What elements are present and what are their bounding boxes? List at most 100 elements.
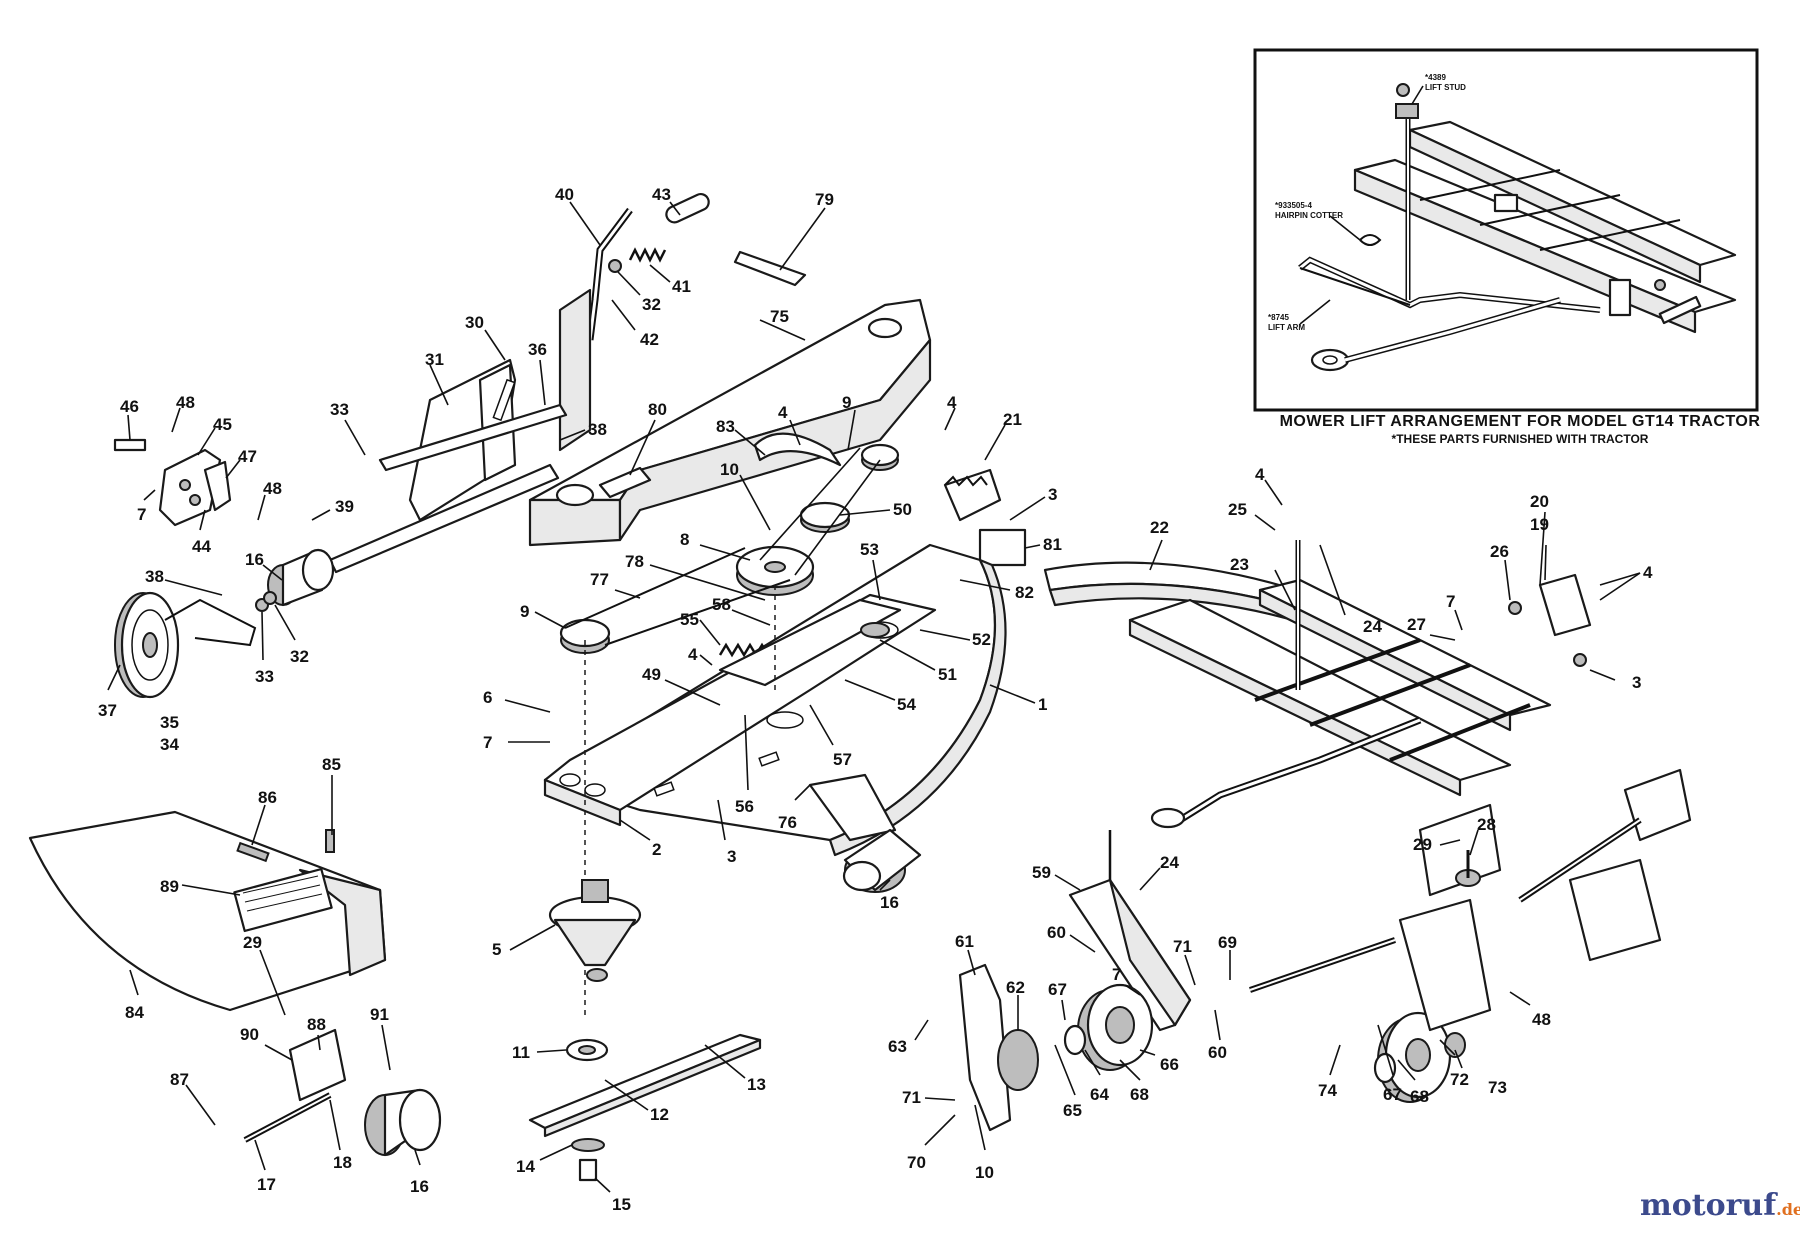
callout-10b: 10	[975, 1163, 994, 1182]
callout-64: 64	[1090, 1085, 1109, 1104]
deflector-assembly	[28, 810, 442, 1157]
callout-32: 32	[642, 295, 661, 314]
callout-55: 55	[680, 610, 699, 629]
callout-4e: 4	[1643, 563, 1653, 582]
callout-57: 57	[833, 750, 852, 769]
callout-62: 62	[1006, 978, 1025, 997]
mower-deck	[543, 432, 1007, 1020]
svg-text:*933505-4: *933505-4	[1275, 201, 1312, 210]
callout-59: 59	[1032, 863, 1051, 882]
spindle-blade-assembly	[528, 879, 762, 1182]
callout-44: 44	[192, 537, 211, 556]
callout-73: 73	[1488, 1078, 1507, 1097]
callout-78: 78	[625, 552, 644, 571]
inset-caption: MOWER LIFT ARRANGEMENT FOR MODEL GT14 TR…	[1255, 413, 1785, 446]
callout-71: 71	[1173, 937, 1192, 956]
watermark-main: motoruf	[1640, 1188, 1777, 1223]
callout-77: 77	[590, 570, 609, 589]
callout-79: 79	[815, 190, 834, 209]
callout-3c: 3	[1632, 673, 1641, 692]
callouts: 40 43 79 41 32 42 75 30 31 36 38 33 46 4…	[98, 185, 1653, 1214]
callout-21: 21	[1003, 410, 1022, 429]
callout-3b: 3	[727, 847, 736, 866]
callout-39: 39	[335, 497, 354, 516]
callout-33: 33	[330, 400, 349, 419]
callout-32b: 32	[290, 647, 309, 666]
callout-58: 58	[712, 595, 731, 614]
inset-title: MOWER LIFT ARRANGEMENT FOR MODEL GT14 TR…	[1279, 413, 1761, 430]
callout-16c: 16	[410, 1177, 429, 1196]
callout-63: 63	[888, 1037, 907, 1056]
label-lift-stud: *4389 LIFT STUD	[1411, 73, 1466, 105]
callout-65: 65	[1063, 1101, 1082, 1120]
callout-53: 53	[860, 540, 879, 559]
callout-7c: 7	[1446, 592, 1455, 611]
callout-12: 12	[650, 1105, 669, 1124]
callout-2: 2	[652, 840, 661, 859]
callout-22: 22	[1150, 518, 1169, 537]
callout-60b: 60	[1208, 1043, 1227, 1062]
callout-67: 67	[1048, 980, 1067, 999]
callout-70: 70	[907, 1153, 926, 1172]
callout-89: 89	[160, 877, 179, 896]
callout-68b: 68	[1410, 1087, 1429, 1106]
callout-85: 85	[322, 755, 341, 774]
callout-15: 15	[612, 1195, 631, 1214]
callout-9: 9	[842, 393, 851, 412]
frame-assembly	[958, 540, 1692, 1132]
callout-54: 54	[897, 695, 916, 714]
callout-7b: 7	[483, 733, 492, 752]
callout-40: 40	[555, 185, 574, 204]
inset-subtitle: *THESE PARTS FURNISHED WITH TRACTOR	[1391, 432, 1649, 446]
svg-text:LIFT ARM: LIFT ARM	[1268, 323, 1305, 332]
watermark-suffix: .de	[1776, 1200, 1800, 1219]
svg-text:*8745: *8745	[1268, 313, 1289, 322]
callout-4d: 4	[1255, 465, 1265, 484]
callout-88: 88	[307, 1015, 326, 1034]
callout-4: 4	[778, 403, 788, 422]
callout-20: 20	[1530, 492, 1549, 511]
callout-41: 41	[672, 277, 691, 296]
callout-48: 48	[176, 393, 195, 412]
callout-31: 31	[425, 350, 444, 369]
callout-23: 23	[1230, 555, 1249, 574]
callout-51: 51	[938, 665, 957, 684]
callout-5: 5	[492, 940, 501, 959]
callout-91: 91	[370, 1005, 389, 1024]
callout-66: 66	[1160, 1055, 1179, 1074]
callout-4c: 4	[688, 645, 698, 664]
callout-71b: 71	[902, 1088, 921, 1107]
callout-56: 56	[735, 797, 754, 816]
callout-52: 52	[972, 630, 991, 649]
callout-80: 80	[648, 400, 667, 419]
callout-61: 61	[955, 932, 974, 951]
lift-linkage-assembly	[113, 192, 710, 699]
callout-1: 1	[1038, 695, 1047, 714]
callout-42: 42	[640, 330, 659, 349]
callout-45: 45	[213, 415, 232, 434]
callout-86: 86	[258, 788, 277, 807]
callout-19: 19	[1530, 515, 1549, 534]
callout-50: 50	[893, 500, 912, 519]
callout-7d: 7	[1112, 965, 1121, 984]
svg-text:*4389: *4389	[1425, 73, 1446, 82]
callout-46: 46	[120, 397, 139, 416]
callout-6: 6	[483, 688, 492, 707]
callout-36: 36	[528, 340, 547, 359]
callout-48c: 48	[1532, 1010, 1551, 1029]
callout-3: 3	[1048, 485, 1057, 504]
svg-text:HAIRPIN COTTER: HAIRPIN COTTER	[1275, 211, 1343, 220]
callout-24b: 24	[1160, 853, 1179, 872]
svg-text:LIFT STUD: LIFT STUD	[1425, 83, 1466, 92]
label-hairpin-cotter: *933505-4 HAIRPIN COTTER	[1275, 201, 1361, 241]
callout-28: 28	[1477, 815, 1496, 834]
callout-29b: 29	[1413, 835, 1432, 854]
callout-27: 27	[1407, 615, 1426, 634]
callout-17: 17	[257, 1175, 276, 1194]
callout-9b: 9	[520, 602, 529, 621]
callout-24: 24	[1363, 617, 1382, 636]
callout-49: 49	[642, 665, 661, 684]
callout-90: 90	[240, 1025, 259, 1044]
callout-48b: 48	[263, 479, 282, 498]
